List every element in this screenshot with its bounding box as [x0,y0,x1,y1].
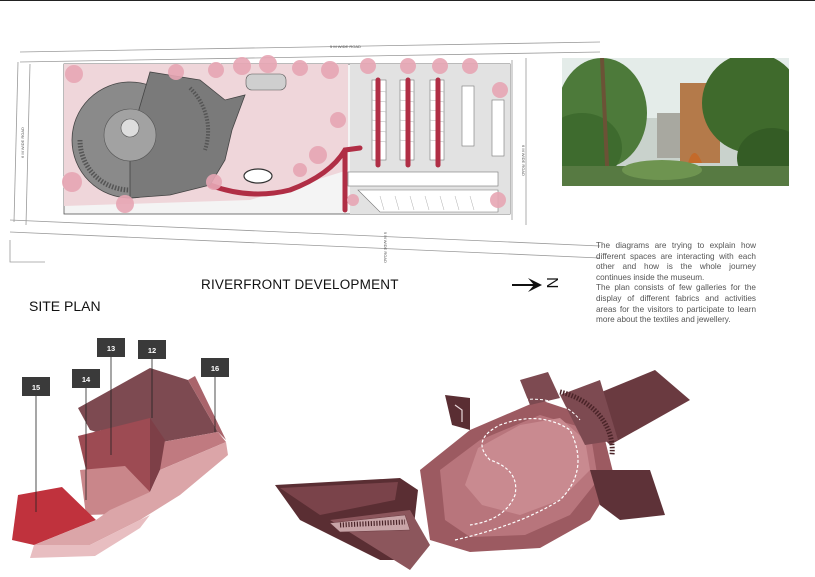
gallery-15-block [12,487,96,545]
trees [62,55,508,213]
gallery-label-14: 14 [72,369,100,388]
courtyard-render-image [562,58,789,186]
kiosk [243,168,273,184]
road-label-left: 6 M WIDE ROAD [20,127,25,158]
top-border-line [0,0,815,1]
label-15-text: 15 [32,383,40,392]
gallery-label-15: 15 [22,377,50,396]
gallery-label-13: 13 [97,338,125,357]
red-pathways [207,77,441,213]
label-16-text: 16 [211,364,219,373]
gallery-label-12: 12 [138,340,166,359]
gallery-12-block [78,368,218,446]
site-plan-drawing: 5 M WIDE ROAD 6 M WIDE ROAD 6 M WIDE ROA… [9,41,600,263]
gallery-diagrams: 15 14 13 12 16 [12,338,690,570]
label-13-text: 13 [107,344,115,353]
gallery-exploded-diagram [12,368,228,558]
description-text: The diagrams are trying to explain how d… [596,241,756,326]
north-letter: N [543,277,560,289]
road-label-right: 6 M WIDE ROAD [521,145,526,176]
amphitheatre [245,73,287,91]
plan-title: RIVERFRONT DEVELOPMENT [201,277,399,292]
parking-stripes [371,89,475,211]
label-14-text: 14 [82,375,91,384]
museum-building [71,71,246,199]
gallery-label-16: 16 [201,358,229,377]
road-label-top: 5 M WIDE ROAD [330,44,361,49]
label-12-text: 12 [148,346,156,355]
road-label-bottom: 9 M WIDE ROAD [383,232,388,263]
road-lines [9,41,600,263]
gallery-outer-ring [34,442,228,545]
label-leader-lines [35,357,216,512]
description-paragraph-2: The plan consists of few galleries for t… [596,283,756,325]
museum-axonometric-model [275,370,690,570]
site-plan-label: SITE PLAN [29,298,101,314]
description-paragraph-1: The diagrams are trying to explain how d… [596,241,756,282]
north-arrow-icon: N [512,277,560,292]
